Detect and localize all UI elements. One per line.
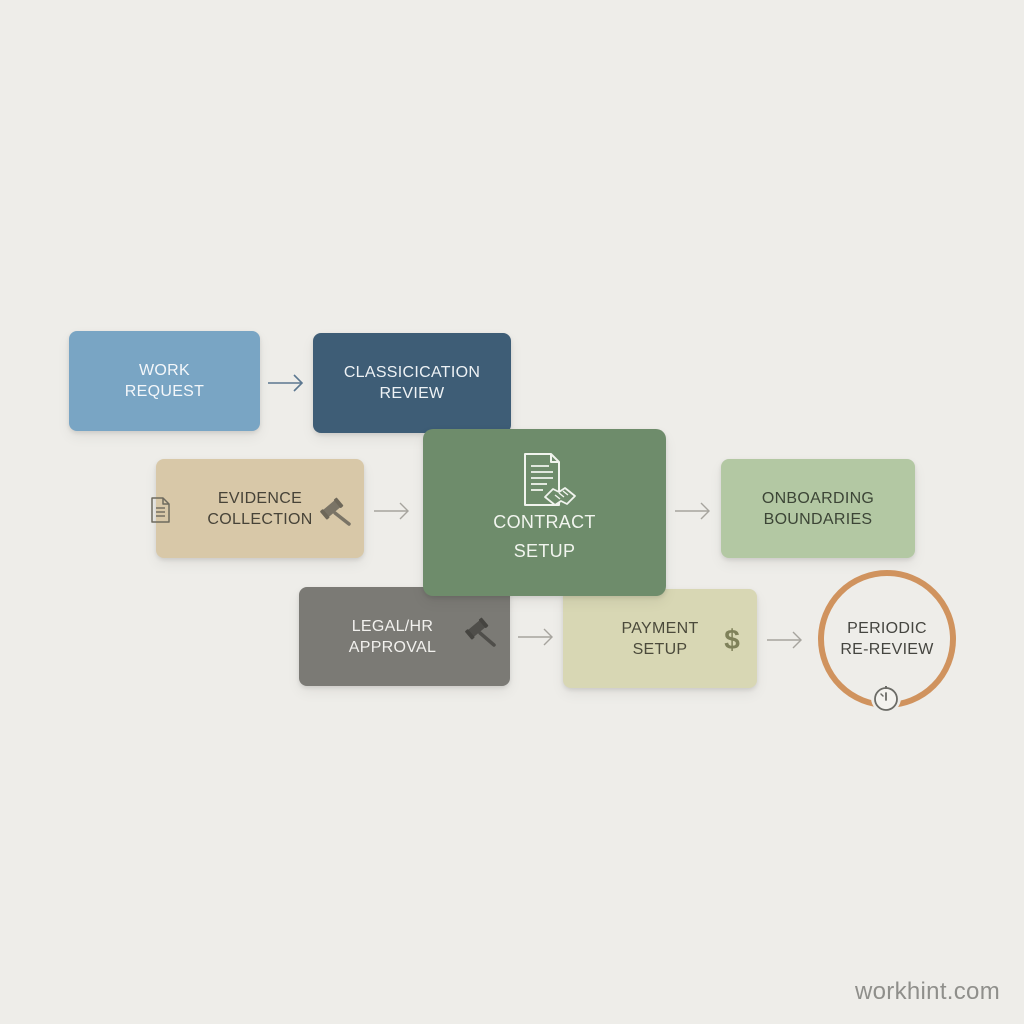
node-contract-setup: CONTRACT SETUP <box>423 429 666 596</box>
node-legal-hr-approval-label: LEGAL/HR APPROVAL <box>349 616 436 658</box>
arrow-legal-to-payment <box>518 628 553 646</box>
node-evidence-collection-line1: EVIDENCE <box>217 489 303 507</box>
node-onboarding-boundaries: ONBOARDING BOUNDARIES <box>721 459 915 558</box>
node-classification-review-line1: CLASSICICATION <box>343 364 481 381</box>
node-classification-review-line2: REVIEW <box>379 385 445 402</box>
node-classification-review: CLASSICICATION REVIEW <box>313 333 511 433</box>
node-legal-hr-approval-line2: APPROVAL <box>348 638 437 656</box>
node-work-request-line2: REQUEST <box>124 383 205 400</box>
node-legal-hr-approval-line1: LEGAL/HR <box>351 617 434 635</box>
watermark-text: workhint.com <box>855 978 1000 1005</box>
arrow-payment-to-periodic <box>767 631 802 649</box>
gavel-icon <box>465 617 496 647</box>
node-contract-setup-line1: CONTRACT <box>493 511 596 532</box>
document-icon <box>151 497 170 523</box>
dollar-icon: $ <box>724 624 740 655</box>
node-legal-hr-approval: LEGAL/HR APPROVAL <box>299 587 510 686</box>
timer-icon <box>871 683 901 713</box>
node-contract-setup-label: CONTRACT SETUP <box>493 508 595 566</box>
node-payment-setup-line2: SETUP <box>632 640 688 658</box>
node-classification-review-label: CLASSICICATION REVIEW <box>344 362 480 404</box>
arrow-contract-to-onboarding <box>675 502 710 520</box>
node-payment-setup: PAYMENT SETUP <box>563 589 757 688</box>
node-contract-setup-line2: SETUP <box>513 540 576 561</box>
node-onboarding-boundaries-line2: BOUNDARIES <box>763 510 873 528</box>
node-payment-setup-label: PAYMENT SETUP <box>621 618 698 660</box>
node-work-request-label: WORK REQUEST <box>125 360 204 402</box>
node-work-request: WORK REQUEST <box>69 331 260 431</box>
node-evidence-collection-label: EVIDENCE COLLECTION <box>207 488 312 530</box>
node-periodic-re-review-label: PERIODIC RE-REVIEW <box>840 618 933 660</box>
node-payment-setup-line1: PAYMENT <box>621 619 699 637</box>
node-work-request-line1: WORK <box>139 362 190 379</box>
node-periodic-re-review-line2: RE-REVIEW <box>840 641 934 658</box>
gavel-icon <box>320 497 351 526</box>
node-periodic-re-review-line1: PERIODIC <box>847 620 927 637</box>
node-evidence-collection: EVIDENCE COLLECTION <box>156 459 364 558</box>
node-onboarding-boundaries-line1: ONBOARDING <box>761 489 875 507</box>
node-evidence-collection-line2: COLLECTION <box>207 510 313 528</box>
arrow-evidence-to-contract <box>374 502 409 520</box>
arrow-work-to-classification <box>268 374 304 392</box>
contract-handshake-icon <box>524 453 576 506</box>
node-onboarding-boundaries-label: ONBOARDING BOUNDARIES <box>762 488 874 530</box>
